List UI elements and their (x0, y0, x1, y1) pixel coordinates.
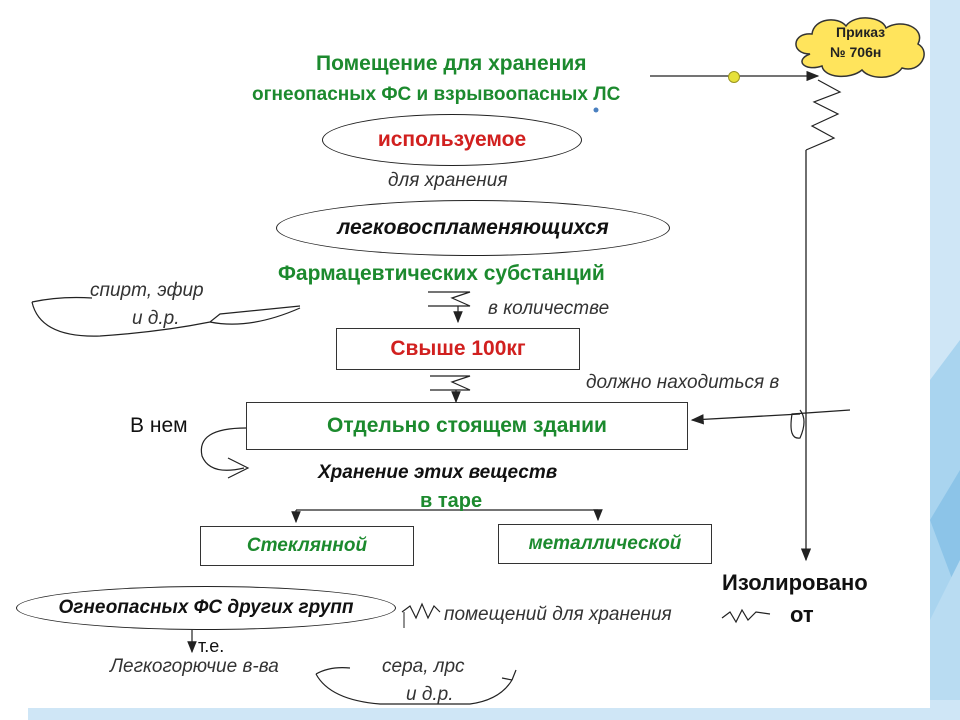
ie-text: т.е. (198, 636, 225, 656)
oval-other-label: Огнеопасных ФС других групп (58, 597, 354, 618)
examples2-line1: сера, лрс (382, 656, 465, 677)
oval-used: используемое (322, 114, 582, 166)
box-over100-label: Свыше 100кг (390, 337, 526, 360)
box-glass: Стеклянной (200, 526, 414, 566)
in-quantity-text: в количестве (488, 298, 610, 319)
box-glass-label: Стеклянной (246, 535, 368, 556)
must-be-in-text: должно находиться в (586, 372, 780, 393)
pharm-substances-text: Фармацевтических субстанций (278, 262, 605, 285)
oval-flammable: легковоспламеняющихся (276, 200, 670, 256)
box-building: Отдельно стоящем здании (246, 402, 688, 450)
in-container-text: в таре (420, 490, 483, 512)
cloud-line1: Приказ (836, 24, 886, 40)
examples1-line1: спирт, эфир (90, 280, 204, 301)
in-it-text: В нем (130, 414, 188, 437)
title-line2: огнеопасных ФС и взрывоопасных ЛС (252, 84, 621, 105)
oval-used-label: используемое (377, 128, 527, 151)
isolated-text: Изолировано (722, 570, 868, 595)
combustible-text: Легкогорючие в-ва (110, 656, 279, 677)
cloud-line2: № 706н (830, 44, 882, 60)
examples2-line2: и д.р. (406, 684, 454, 705)
from-text: от (790, 602, 814, 627)
premises-storage-text: помещений для хранения (444, 604, 672, 625)
oval-flammable-label: легковоспламеняющихся (337, 216, 609, 239)
cloud-shape (795, 17, 925, 78)
examples1-line2: и д.р. (132, 308, 180, 329)
box-building-label: Отдельно стоящем здании (327, 414, 607, 437)
box-metal: металлической (498, 524, 712, 564)
title-line1: Помещение для хранения (316, 52, 587, 75)
oval-other: Огнеопасных ФС других групп (16, 586, 396, 630)
for-storage-text: для хранения (388, 170, 508, 191)
storage-these-text: Хранение этих веществ (318, 462, 558, 483)
box-metal-label: металлической (528, 533, 682, 554)
box-over100: Свыше 100кг (336, 328, 580, 370)
